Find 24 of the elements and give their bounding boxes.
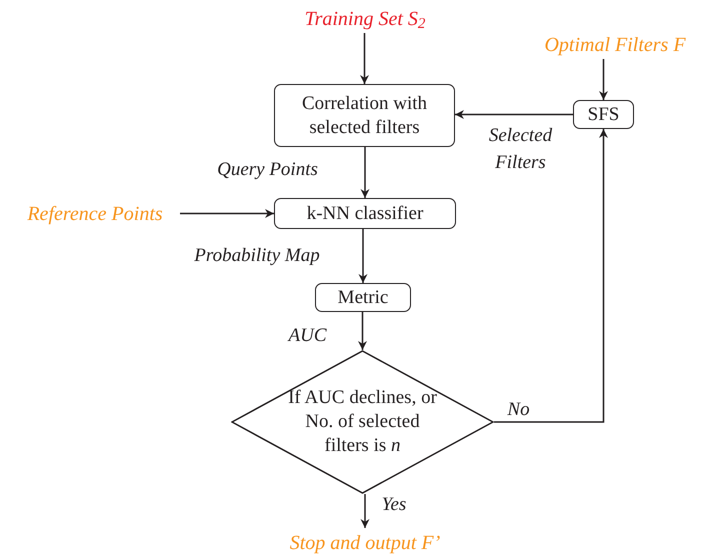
output-label: Stop and output F’ <box>265 528 465 557</box>
input-label: Optimal Filters F <box>520 30 701 59</box>
decision-diamond: If AUC declines, or No. of selected filters is n <box>231 350 494 494</box>
arrow <box>180 209 274 218</box>
process-box: Metric <box>315 283 411 312</box>
arrow <box>360 494 370 528</box>
arrow <box>360 33 369 84</box>
arrow <box>494 129 608 423</box>
edge-label: Query Points <box>216 158 319 182</box>
process-box: SFS <box>573 100 634 129</box>
edge-label: AUC <box>286 324 328 348</box>
arrow <box>358 312 367 350</box>
arrow <box>360 147 370 198</box>
edge-label: Selected Filters <box>488 124 554 175</box>
arrow <box>599 59 608 100</box>
arrow <box>358 229 368 283</box>
input-label: Training Set S$_{2}$ <box>285 4 445 33</box>
process-box: Correlation with selected filters <box>274 84 455 147</box>
edge-label: No <box>506 398 531 422</box>
input-label: Reference Points <box>10 199 180 228</box>
edge-label: Yes <box>380 493 408 517</box>
arrow <box>455 110 573 119</box>
process-box: k-NN classifier <box>274 198 456 229</box>
edge-label: Probability Map <box>193 244 321 268</box>
